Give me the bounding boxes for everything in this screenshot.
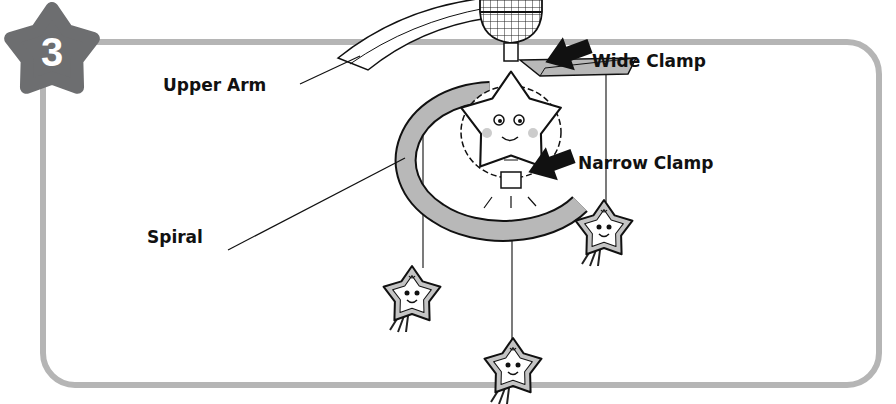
part-label: Upper Arm <box>163 76 266 95</box>
part-label: Wide Clamp <box>592 52 706 71</box>
part-label: Spiral <box>147 228 203 247</box>
part-label: Narrow Clamp <box>578 154 713 173</box>
step-number: 3 <box>41 30 63 74</box>
